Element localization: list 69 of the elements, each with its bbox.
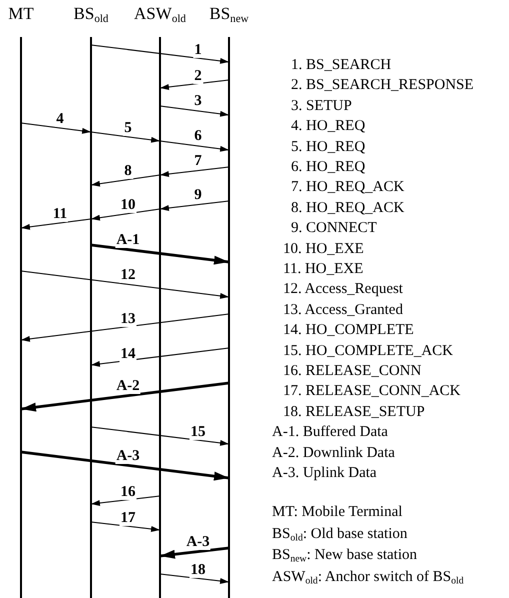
message-arrow — [160, 574, 230, 584]
message-arrow — [20, 382, 230, 412]
message-arrow — [160, 106, 230, 117]
message-arrow — [160, 546, 230, 559]
message-arrow — [90, 522, 160, 532]
edge-label: 5 — [123, 120, 133, 136]
edge-label: A-2 — [115, 378, 141, 394]
message-legend-item: 1. BS_SEARCH — [291, 56, 392, 74]
abbreviation-note: MT: Mobile Terminal — [272, 503, 402, 521]
edge-label: 16 — [120, 484, 136, 500]
edge-label: 1 — [193, 42, 203, 58]
edge-label: 4 — [55, 111, 65, 127]
message-arrow — [160, 80, 230, 90]
edge-label: 17 — [120, 510, 136, 526]
message-legend-item: 13. Access_Granted — [283, 300, 403, 319]
message-legend-item: 7. HO_REQ_ACK — [291, 178, 404, 196]
message-arrow — [20, 270, 230, 299]
message-legend-item: 18. RELEASE_SETUP — [283, 402, 425, 421]
message-arrow — [20, 314, 230, 342]
message-legend-item: 16. RELEASE_CONN — [283, 362, 422, 380]
message-legend-item: 2. BS_SEARCH_RESPONSE — [291, 76, 474, 94]
message-legend-item: A-3. Uplink Data — [272, 464, 377, 482]
message-legend-item: 15. HO_COMPLETE_ACK — [283, 342, 454, 360]
edge-label: A-3 — [185, 534, 211, 550]
edge-label: 12 — [120, 267, 136, 283]
edge-label: 13 — [120, 311, 136, 327]
abbreviation-note: BS$_{old}$: Old base station — [272, 524, 408, 543]
message-legend-item: 4. HO_REQ — [291, 117, 366, 136]
participant-label: BS$_{old}$ — [74, 4, 108, 24]
message-arrow — [90, 208, 160, 221]
message-legend-item: 3. SETUP — [291, 96, 352, 115]
participant-label: ASW$_{old}$ — [134, 4, 186, 24]
edge-label: A-1 — [115, 232, 141, 248]
edge-label: 15 — [190, 424, 206, 440]
message-arrow — [90, 244, 230, 265]
edge-label: 18 — [190, 562, 206, 578]
edge-label: 2 — [193, 68, 203, 84]
message-legend-item: A-1. Buffered Data — [272, 423, 388, 442]
message-legend-item: A-2. Downlink Data — [272, 444, 395, 462]
edge-label: 14 — [120, 346, 136, 362]
message-arrow — [160, 140, 230, 152]
message-arrow — [20, 450, 230, 481]
message-legend-item: 6. HO_REQ — [291, 158, 366, 176]
participant-label: MT — [8, 4, 34, 24]
message-legend-item: 8. HO_REQ_ACK — [291, 198, 404, 217]
message-legend-item: 11. HO_EXE — [283, 260, 364, 278]
message-arrow — [20, 218, 92, 230]
message-arrow — [90, 44, 230, 64]
message-legend-item: 12. Access_Request — [283, 280, 403, 298]
message-arrow — [90, 174, 160, 187]
message-arrow — [90, 132, 160, 143]
edge-label: A-3 — [115, 448, 141, 464]
abbreviation-note: BS$_{new}$: New base station — [272, 546, 417, 564]
edge-label: 8 — [123, 163, 133, 179]
message-arrow — [90, 348, 230, 367]
participant-label: BS$_{new}$ — [209, 4, 249, 24]
message-legend-item: 17. RELEASE_CONN_ACK — [283, 382, 461, 400]
message-legend-item: 14. HO_COMPLETE — [283, 321, 414, 340]
message-arrow — [90, 426, 230, 446]
message-arrow — [90, 496, 160, 506]
message-legend-item: 10. HO_EXE — [283, 240, 364, 258]
abbreviation-note: ASW$_{old}$: Anchor switch of BS$_{old}$ — [272, 568, 464, 586]
edge-label: 10 — [120, 197, 136, 213]
message-arrow — [160, 200, 230, 211]
message-arrow — [160, 166, 230, 177]
edge-label: 11 — [52, 206, 68, 222]
message-arrow — [20, 122, 92, 134]
message-legend-item: 9. CONNECT — [291, 219, 377, 238]
message-legend-item: 5. HO_REQ — [291, 138, 366, 156]
